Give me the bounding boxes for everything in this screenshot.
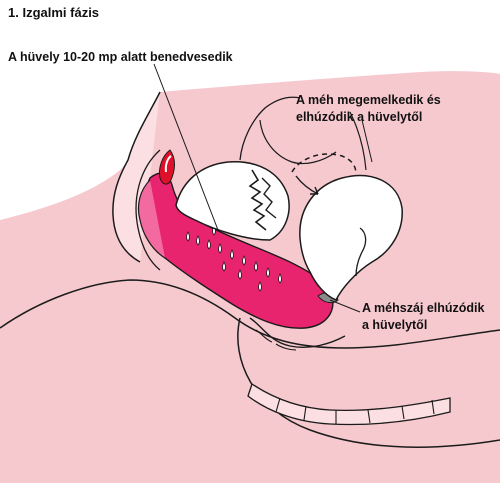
- clitoris: [159, 149, 175, 185]
- arrow-head-icon: [310, 186, 319, 195]
- leader-line-vagina: [153, 63, 219, 231]
- bladder-rugae-2: [261, 177, 277, 219]
- label-uterus-line1: A méh megemelkedik és: [296, 93, 441, 107]
- uterine-cavity: [355, 227, 367, 277]
- vertebra-segments: [275, 397, 435, 424]
- movement-arrow: [295, 175, 319, 195]
- label-uterus: A méh megemelkedik és elhúzódik a hüvely…: [296, 92, 441, 126]
- sacrum: [247, 382, 451, 426]
- uterus: [299, 174, 403, 301]
- rectum: [249, 317, 346, 348]
- leader-line-cervix: [329, 299, 361, 313]
- abdominal-wall-line: [349, 111, 367, 171]
- label-cervix-line2: a hüvelytől: [362, 318, 428, 332]
- bladder: [175, 161, 290, 241]
- peritoneum-line: [239, 96, 301, 161]
- clitoris-highlight: [164, 155, 172, 173]
- page-title: 1. Izgalmi fázis: [8, 5, 100, 20]
- leader-line-uterus: [361, 119, 373, 163]
- buttock-outline: [237, 317, 500, 448]
- label-vagina: A hüvely 10-20 mp alatt benedvesedik: [8, 50, 233, 64]
- pubic-mound: [112, 91, 161, 263]
- thigh-outline: [0, 279, 500, 349]
- vestibule: [137, 179, 166, 259]
- label-cervix-line1: A méhszáj elhúzódik: [362, 301, 485, 315]
- inner-contour: [135, 149, 161, 271]
- label-uterus-line2: elhúzódik a hüvelytől: [296, 110, 423, 124]
- bladder-rugae: [248, 169, 267, 231]
- label-cervix: A méhszáj elhúzódik a hüvelytől: [362, 300, 484, 334]
- rectum-folds: [255, 329, 297, 351]
- uterine-ligament: [259, 119, 337, 165]
- previous-uterus-position: [291, 153, 357, 175]
